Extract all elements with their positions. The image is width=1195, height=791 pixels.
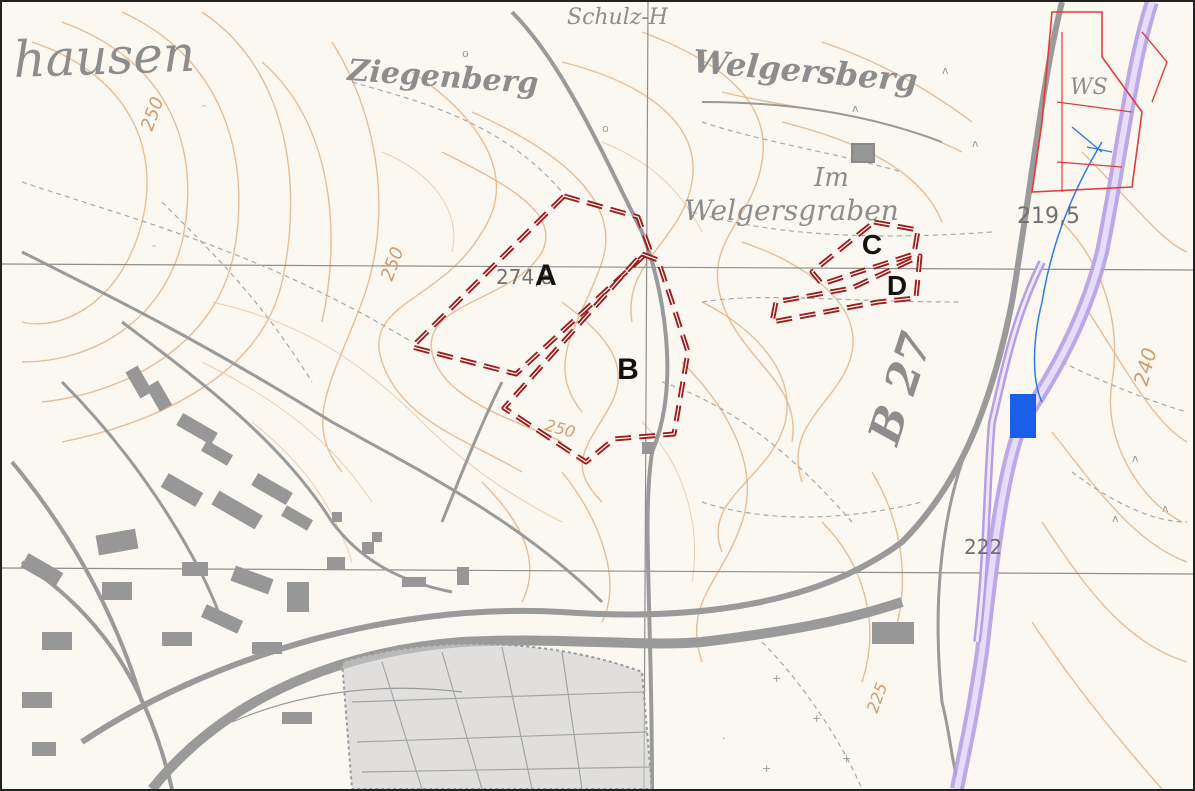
- place-welgersgraben: Welgersgraben: [684, 194, 899, 227]
- water-basin: [1010, 394, 1036, 438]
- contour-lines: [21, 11, 1188, 789]
- river: [950, 2, 1159, 789]
- svg-text:o: o: [462, 47, 469, 60]
- place-hausen: hausen: [12, 25, 196, 89]
- svg-text:o: o: [602, 122, 609, 135]
- svg-text:ʌ: ʌ: [1162, 502, 1169, 515]
- contour-label: 225: [863, 680, 891, 715]
- zone-b[interactable]: B: [501, 251, 691, 465]
- zone-d[interactable]: D: [769, 253, 923, 325]
- zone-label-d: D: [887, 270, 907, 301]
- svg-text:·: ·: [722, 732, 726, 745]
- zone-c[interactable]: C: [809, 219, 921, 287]
- svg-text:+: +: [762, 762, 771, 775]
- svg-text:+: +: [772, 672, 781, 685]
- zone-label-b: B: [617, 353, 639, 386]
- terrain-symbols: ʌ ʌ ʌ + + + · + ʌ ʌ ʌ ᵔ ᵔ o o: [152, 47, 1169, 775]
- contour-label: 250: [137, 94, 168, 133]
- svg-text:ʌ: ʌ: [1112, 512, 1119, 525]
- zone-label-a: A: [535, 259, 557, 292]
- footpaths: [21, 81, 1188, 789]
- buildings: [20, 143, 914, 756]
- svg-text:ᵔ: ᵔ: [152, 242, 157, 255]
- elevation-label: 274,8: [496, 265, 553, 289]
- road-label-b27: B 27: [858, 326, 942, 452]
- elevation-labels: 274,8 219,5 222: [496, 204, 1080, 559]
- svg-text:+: +: [842, 752, 851, 765]
- svg-text:+: +: [812, 712, 821, 725]
- settlement-area: [231, 642, 654, 789]
- place-ziegenberg: Ziegenberg: [345, 53, 539, 101]
- svg-text:ʌ: ʌ: [942, 64, 949, 77]
- place-ws: WS: [1070, 75, 1108, 100]
- place-schulz: Schulz-H: [567, 5, 669, 30]
- elevation-label: 222: [964, 535, 1002, 559]
- parcel-outlines: [1031, 11, 1168, 193]
- svg-text:ᵔ: ᵔ: [202, 102, 207, 115]
- svg-text:ʌ: ʌ: [972, 137, 979, 150]
- contour-label: 240: [1129, 345, 1162, 388]
- svg-text:ʌ: ʌ: [852, 102, 859, 115]
- contour-label: 250: [377, 244, 408, 283]
- zone-label-c: C: [862, 229, 882, 260]
- svg-text:ʌ: ʌ: [1132, 452, 1139, 465]
- place-im: Im: [813, 163, 849, 193]
- zone-a[interactable]: A: [409, 193, 653, 377]
- place-welgersberg: Welgersberg: [691, 42, 919, 100]
- elevation-label: 219,5: [1017, 204, 1080, 229]
- roads: [10, 2, 1065, 789]
